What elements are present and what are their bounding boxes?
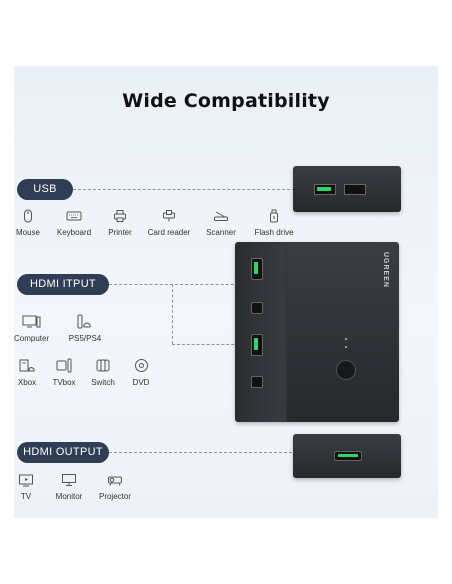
device-label: TVbox <box>52 378 76 387</box>
computer-icon <box>22 315 41 328</box>
tv-icon <box>19 474 33 487</box>
usb-device-card-reader: Card reader <box>142 209 196 237</box>
flash-drive-icon <box>270 209 278 223</box>
device-label: TV <box>20 492 32 501</box>
hdmi-input-connector-branch <box>172 284 173 344</box>
device-label: Xbox <box>17 378 37 387</box>
hdmi-output-device-tv: TV <box>14 473 38 501</box>
switch-front-panel: UGREEN <box>287 242 399 422</box>
hdmi-in-port-2 <box>251 334 263 356</box>
usb-port-1 <box>314 184 336 195</box>
device-label: Card reader <box>147 228 191 237</box>
usb-device-mouse: Mouse <box>14 209 42 237</box>
hdmi-input-device-switch: Switch <box>87 358 119 387</box>
switch-side-panel <box>235 242 287 422</box>
hdmi-input-device-xbox: Xbox <box>14 358 40 387</box>
xbox-icon <box>19 359 35 372</box>
printer-icon <box>114 210 126 222</box>
usb-port-1-accent <box>317 187 331 191</box>
console-icon <box>77 314 91 329</box>
device-label: Keyboard <box>56 228 92 237</box>
usb-port-2 <box>344 184 366 195</box>
device-label: Flash drive <box>254 228 294 237</box>
compatibility-card: Wide Compatibility USB Mouse Keyboard Pr… <box>14 66 438 518</box>
hdmi-in-port-1-accent <box>254 262 258 274</box>
usb-device-flash-drive: Flash drive <box>250 209 298 237</box>
usb-device-scanner: Scanner <box>202 209 240 237</box>
hdmi-output-pill: HDMI OUTPUT <box>17 442 109 463</box>
usb-b-port-1 <box>251 302 263 314</box>
device-label: Scanner <box>206 228 236 237</box>
device-label: Printer <box>108 228 132 237</box>
dvd-icon <box>134 359 148 372</box>
scanner-icon <box>214 211 228 221</box>
hdmi-in-port-1 <box>251 258 263 280</box>
device-label: Switch <box>91 378 115 387</box>
switch-icon <box>96 359 110 372</box>
usb-pill: USB <box>17 179 73 200</box>
hdmi-output-device-projector: Projector <box>95 473 135 501</box>
hdmi-output-device-monitor: Monitor <box>52 473 86 501</box>
device-label: Mouse <box>15 228 40 237</box>
page-title: Wide Compatibility <box>122 90 330 112</box>
usb-b-port-2 <box>251 376 263 388</box>
monitor-icon <box>62 474 76 486</box>
projector-icon <box>108 476 122 486</box>
usb-port-block <box>293 166 401 212</box>
usb-connector-line <box>73 189 305 190</box>
device-label: DVD <box>132 378 150 387</box>
hdmi-output-block <box>293 434 401 478</box>
hdmi-input-connector-line <box>109 284 249 285</box>
hdmi-out-port-accent <box>338 454 358 457</box>
hdmi-output-connector-line <box>109 452 307 453</box>
hdmi-input-device-ps: PS5/PS4 <box>68 314 102 343</box>
mouse-icon <box>24 209 32 223</box>
hdmi-input-connector-line-2 <box>172 344 249 345</box>
device-label: Computer <box>14 334 50 343</box>
status-led-2 <box>345 346 347 348</box>
keyboard-icon <box>66 211 82 221</box>
hdmi-out-port <box>334 451 362 461</box>
hdmi-input-device-computer: Computer <box>14 314 50 343</box>
device-label: Monitor <box>55 492 83 501</box>
usb-device-printer: Printer <box>106 209 134 237</box>
hdmi-in-port-2-accent <box>254 338 258 350</box>
hdmi-input-device-tvbox: TVbox <box>50 358 78 387</box>
status-led-1 <box>345 338 347 340</box>
device-label: PS5/PS4 <box>68 334 102 343</box>
usb-device-keyboard: Keyboard <box>52 209 96 237</box>
tvbox-icon <box>56 358 72 373</box>
device-label: Projector <box>98 492 131 501</box>
brand-logo: UGREEN <box>382 252 389 288</box>
card-reader-icon <box>163 210 175 222</box>
hdmi-input-device-dvd: DVD <box>128 358 154 387</box>
switch-button <box>336 360 356 380</box>
hdmi-input-pill: HDMI ITPUT <box>17 274 109 295</box>
